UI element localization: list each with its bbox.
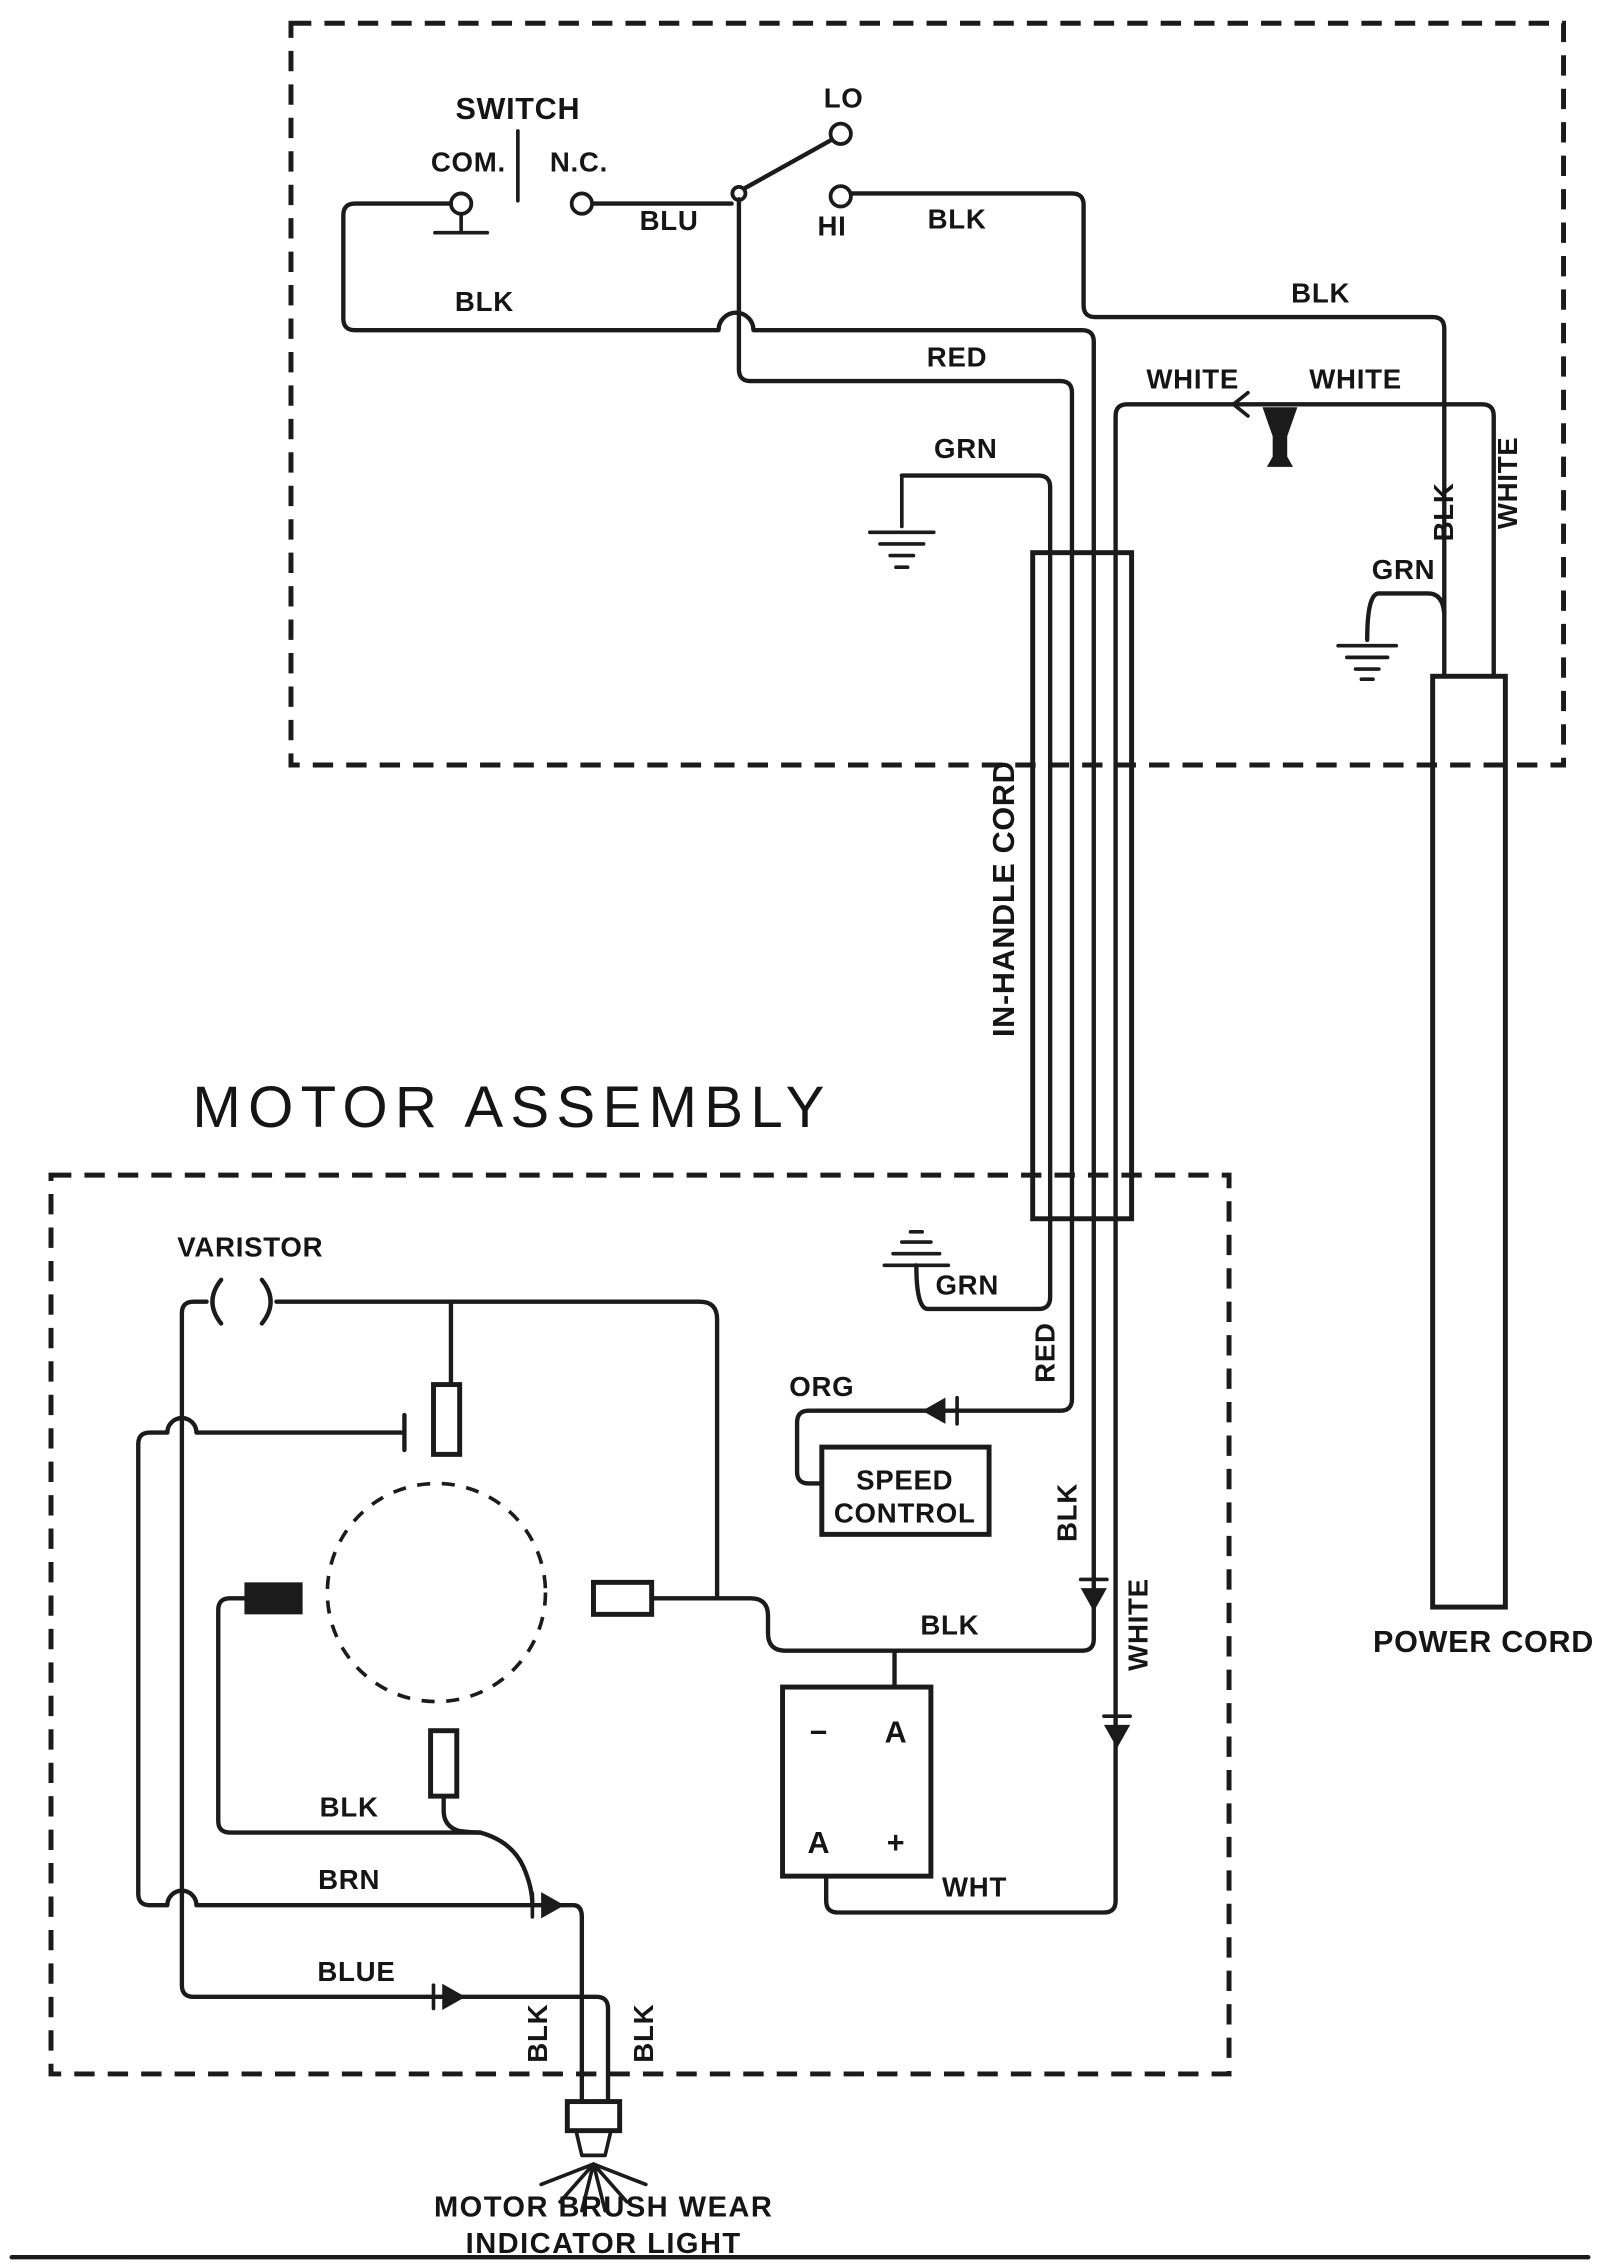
label-red-down: RED xyxy=(1030,1322,1061,1383)
label-white-power-vert: WHITE xyxy=(1492,437,1523,530)
label-blu: BLU xyxy=(640,205,699,236)
label-blk-com: BLK xyxy=(455,286,514,317)
wire-blk-com xyxy=(341,201,1096,1653)
rectifier-a-top: A xyxy=(885,1715,908,1749)
switch-assembly-box xyxy=(288,20,1567,768)
wire-brush-to-brn xyxy=(477,1830,535,1908)
bottom-brush xyxy=(428,1728,460,1799)
connector-white-down xyxy=(1102,1714,1132,1749)
varistor-left-electrode xyxy=(210,1277,224,1326)
label-blk-to-power: BLK xyxy=(1291,278,1350,309)
speed-control-box xyxy=(819,1444,992,1537)
label-white-1: WHITE xyxy=(1146,363,1239,394)
label-blk-brush: BLK xyxy=(320,1792,379,1823)
wire-blue-branch xyxy=(179,1299,611,2104)
rectifier-box xyxy=(780,1684,934,1879)
label-speed: SPEED xyxy=(856,1464,953,1495)
label-control: CONTROL xyxy=(834,1498,976,1529)
varistor-right-electrode xyxy=(259,1277,273,1326)
wire-brush-to-blk xyxy=(441,1793,483,1835)
right-field-coil xyxy=(591,1579,655,1617)
power-cord-jacket xyxy=(1430,673,1508,1610)
top-wiring xyxy=(341,191,1496,1915)
wire-grn-power xyxy=(1365,591,1447,643)
com-contact xyxy=(433,211,490,235)
indicator-light xyxy=(539,2099,648,2213)
nc-terminal xyxy=(569,191,594,216)
label-blk-lamp-right: BLK xyxy=(628,2004,659,2063)
label-grn-top: GRN xyxy=(934,433,998,464)
wire-blk-hi-to-power xyxy=(848,191,1447,679)
armature-circle xyxy=(325,1481,548,1704)
label-white-down: WHITE xyxy=(1123,1578,1154,1671)
rectifier-plus: + xyxy=(887,1826,906,1860)
com-terminal xyxy=(449,191,474,216)
lo-terminal xyxy=(828,121,853,146)
wire-grn xyxy=(899,473,1053,1312)
label-blk-down: BLK xyxy=(1051,1483,1082,1542)
left-field-coil xyxy=(244,1582,303,1615)
wire-red xyxy=(736,197,1075,1486)
connector-blk-down xyxy=(1078,1577,1109,1612)
connector-blue xyxy=(431,1983,466,2011)
label-hi: HI xyxy=(817,211,846,242)
label-org: ORG xyxy=(789,1371,854,1402)
label-nc: N.C. xyxy=(550,147,608,178)
hi-terminal xyxy=(828,184,853,209)
motor-assembly-box xyxy=(48,1172,1232,2077)
labels: SWITCH COM. N.C. LO HI BLU BLK BLK BLK R… xyxy=(177,83,1594,2260)
wire-brn-branch xyxy=(136,1442,585,2104)
label-blk-hi: BLK xyxy=(928,203,987,234)
switch-symbol xyxy=(433,121,853,235)
connector-white-inline xyxy=(1231,390,1298,467)
connectors xyxy=(431,390,1298,2011)
light-rays xyxy=(539,2162,648,2213)
label-grn-motor: GRN xyxy=(935,1269,999,1300)
label-com: COM. xyxy=(431,147,506,178)
bulb-body xyxy=(574,2128,613,2158)
label-red-top: RED xyxy=(927,342,988,373)
switch-blade xyxy=(741,137,835,192)
label-blue: BLUE xyxy=(317,1956,395,1987)
label-blk-rect: BLK xyxy=(920,1610,979,1641)
ground-symbol-power xyxy=(1336,643,1399,682)
in-handle-cord-jacket xyxy=(1030,550,1135,1222)
rectifier-minus: − xyxy=(810,1715,829,1749)
bulb-base xyxy=(564,2099,623,2134)
top-brush xyxy=(431,1382,463,1457)
label-brn: BRN xyxy=(318,1864,380,1895)
wire-blk-brush xyxy=(216,1596,483,1835)
motor-internals xyxy=(136,1277,992,2213)
label-indicator-2: INDICATOR LIGHT xyxy=(466,2228,742,2260)
label-power-cord: POWER CORD xyxy=(1373,1625,1594,1659)
ground-symbol-motor xyxy=(882,1230,951,1268)
ground-symbol-top xyxy=(867,473,936,570)
title-motor-assembly: MOTOR ASSEMBLY xyxy=(192,1075,831,1140)
label-varistor: VARISTOR xyxy=(177,1232,323,1263)
wire-white-to-power xyxy=(1113,402,1496,679)
connector-brn xyxy=(530,1891,565,1919)
label-grn-power: GRN xyxy=(1372,554,1436,585)
label-blk-power-vert: BLK xyxy=(1428,482,1459,541)
label-lo: LO xyxy=(824,83,864,114)
connector-org xyxy=(922,1395,959,1426)
wire-white-down xyxy=(823,413,1118,1915)
label-wht-rect: WHT xyxy=(942,1871,1007,1902)
label-switch: SWITCH xyxy=(455,92,580,126)
label-white-2: WHITE xyxy=(1309,363,1402,394)
rectifier-a-bottom: A xyxy=(808,1826,831,1860)
label-blk-lamp-left: BLK xyxy=(522,2004,553,2063)
label-in-handle-cord: IN-HANDLE CORD xyxy=(987,761,1021,1037)
label-indicator-1: MOTOR BRUSH WEAR xyxy=(434,2191,773,2223)
wire-armature-stub xyxy=(136,1415,404,1447)
wire-varistor-top xyxy=(274,1299,720,1601)
